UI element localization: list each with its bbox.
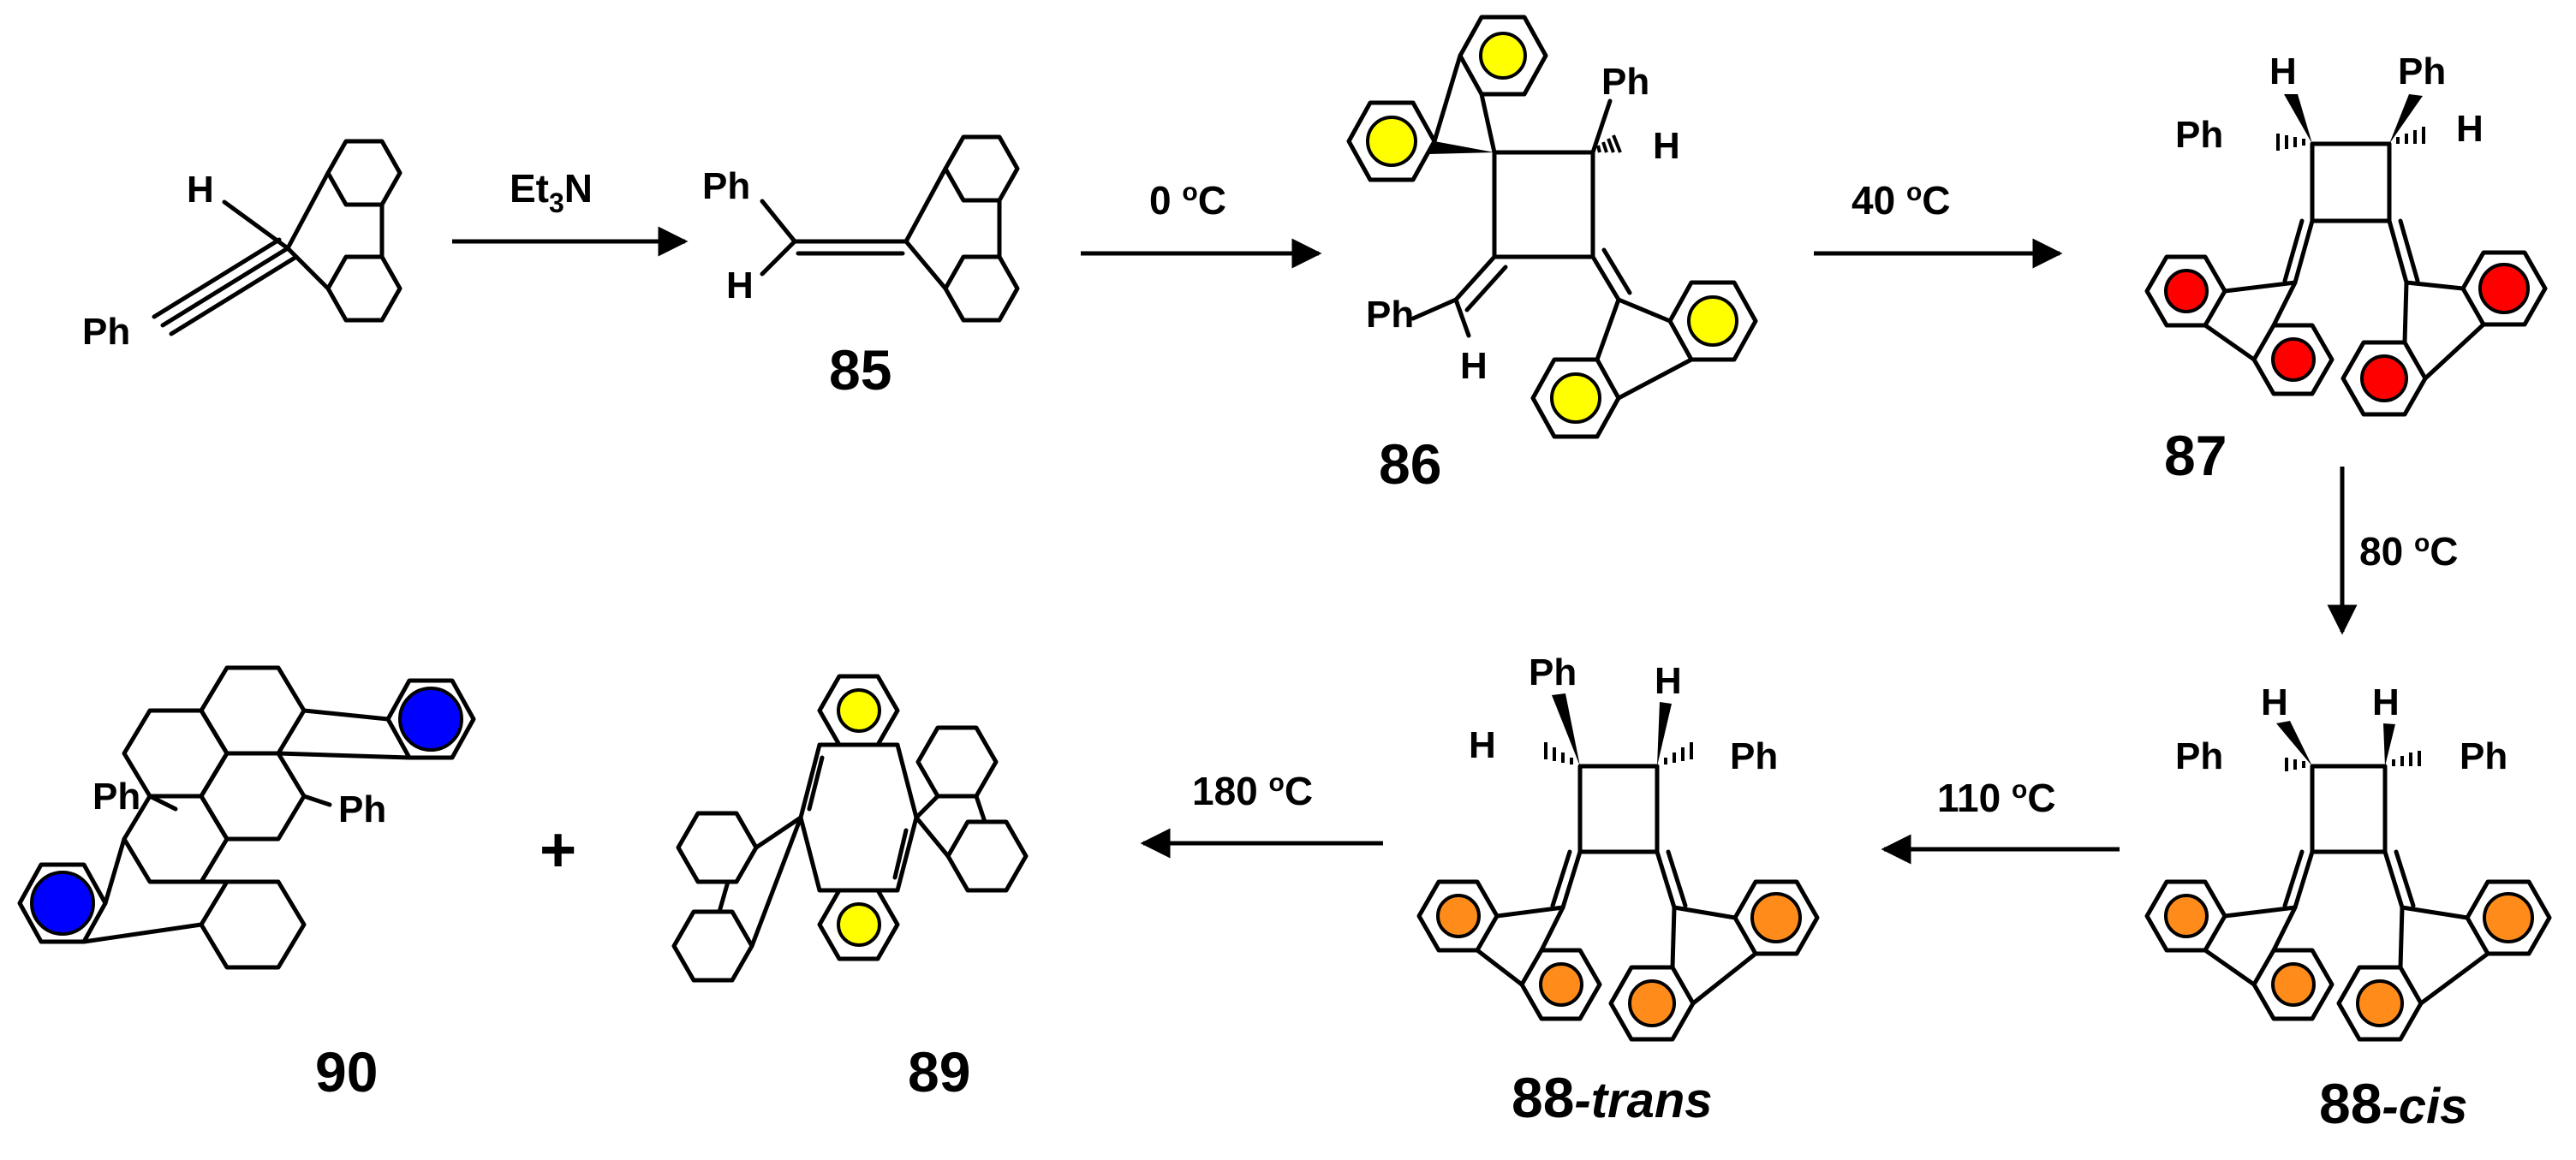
compound-label-86: 86 <box>1379 432 1441 496</box>
ph-label: Ph <box>1366 294 1414 336</box>
plus-sign: + <box>540 814 576 885</box>
compound-87: H Ph Ph H 87 <box>2144 51 2548 487</box>
starting-alkyne: H Ph <box>82 139 402 353</box>
arrow-step6: 180 oC <box>1140 769 1383 859</box>
compound-90: Ph Ph 90 <box>17 665 476 1103</box>
compound-88-trans: Ph H H Ph 88-trans <box>1416 651 1820 1129</box>
h-label: H <box>187 169 214 211</box>
ph-label: Ph <box>1730 735 1778 777</box>
blue-ring-marker <box>30 871 95 936</box>
yellow-ring-marker <box>837 902 881 947</box>
h-label: H <box>2372 681 2400 723</box>
ph-label: Ph <box>1529 651 1577 693</box>
orange-ring-marker <box>2483 892 2534 943</box>
ph-label: Ph <box>702 165 750 207</box>
condition-temp-180: 180 oC <box>1192 769 1313 813</box>
h-label: H <box>2456 108 2484 150</box>
red-ring-marker <box>2271 337 2316 382</box>
compound-88-cis: H H Ph Ph 88-cis <box>2144 681 2552 1135</box>
compound-label-90: 90 <box>315 1040 378 1103</box>
orange-ring-marker <box>1539 962 1583 1007</box>
condition-temp-110: 110 oC <box>1937 776 2056 820</box>
ph-label: Ph <box>2460 735 2507 777</box>
yellow-ring-marker <box>1550 372 1601 424</box>
condition-temp-80: 80 oC <box>2359 529 2459 574</box>
compound-89: 89 <box>671 674 1029 1103</box>
h-label: H <box>1655 660 1682 702</box>
arrow-step2: 0 oC <box>1081 178 1322 269</box>
yellow-ring-marker <box>837 688 881 733</box>
compound-label-89: 89 <box>908 1040 970 1103</box>
arrow-step4: 80 oC <box>2327 467 2459 635</box>
orange-ring-marker <box>2356 979 2404 1027</box>
orange-ring-marker <box>1628 979 1676 1027</box>
condition-temp-0: 0 oC <box>1149 178 1226 223</box>
h-label: H <box>1469 724 1496 766</box>
ph-label: Ph <box>1601 61 1649 103</box>
compound-86: Ph H Ph H 86 <box>1346 15 1758 496</box>
red-ring-marker <box>2164 269 2209 313</box>
condition-temp-40: 40 oC <box>1852 178 1951 223</box>
h-label: H <box>1653 125 1680 167</box>
condition-base: Et3N <box>510 166 593 218</box>
red-ring-marker <box>2360 354 2408 402</box>
h-label: H <box>1460 345 1488 387</box>
orange-ring-marker <box>1436 894 1481 938</box>
compound-85: Ph H 85 <box>702 134 1020 402</box>
ph-label: Ph <box>92 776 140 818</box>
blue-ring-marker <box>398 687 463 752</box>
arrow-step3: 40 oC <box>1814 178 2063 269</box>
yellow-ring-marker <box>1687 295 1738 347</box>
arrow-step5: 110 oC <box>1881 776 2120 865</box>
compound-label-88-cis: 88-cis <box>2319 1072 2467 1135</box>
ph-label: Ph <box>2175 114 2223 156</box>
compound-label-87: 87 <box>2164 424 2227 487</box>
compound-label-88-trans: 88-trans <box>1512 1066 1713 1129</box>
ph-label: Ph <box>82 311 130 353</box>
orange-ring-marker <box>2271 962 2316 1007</box>
orange-ring-marker <box>1750 892 1802 943</box>
ph-label: Ph <box>338 788 386 830</box>
h-label: H <box>726 265 754 306</box>
compound-label-85: 85 <box>829 338 891 402</box>
h-label: H <box>2261 681 2288 723</box>
h-label: H <box>2269 51 2297 92</box>
orange-ring-marker <box>2164 894 2209 938</box>
ph-label: Ph <box>2175 735 2223 777</box>
yellow-ring-marker <box>1366 116 1417 167</box>
ph-label: Ph <box>2398 51 2446 92</box>
arrow-step1: Et3N <box>452 166 689 257</box>
red-ring-marker <box>2478 263 2530 314</box>
yellow-ring-marker <box>1479 32 1527 80</box>
